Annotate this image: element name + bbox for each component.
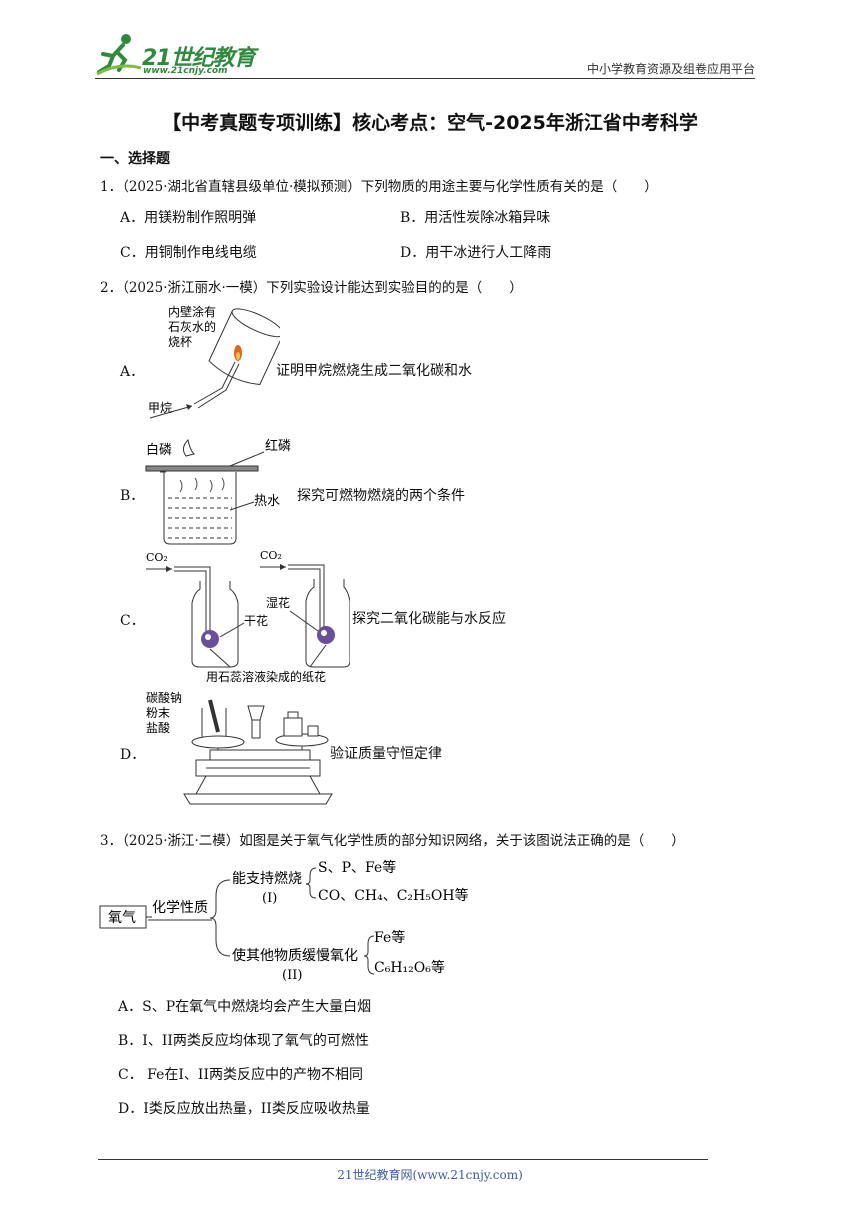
question-3-stem: 3．（2025·浙江·二模）如图是关于氧气化学性质的部分知识网络，关于该图说法正… [100,833,685,849]
section-heading: 一、选择题 [100,151,170,167]
co2-flower-apparatus: CO₂ 干花 CO₂ 湿花 用石蕊溶液染成的纸花 [146,549,350,684]
label-sodium-carbonate: 碳酸钠 [146,690,182,705]
q3-option-d: D．I类反应放出热量，II类反应吸收热量 [118,1101,370,1117]
q2-option-c-letter: C． [120,613,145,629]
node-fe: Fe等 [374,929,405,946]
oxygen-knowledge-network: 氧气 化学性质 能支持燃烧 (I) S、P、Fe等 CO、CH₄、C₂H₅OH等… [99,859,469,983]
node-support-combustion: 能支持燃烧 [232,870,302,887]
q2-option-c-desc: 探究二氧化碳能与水反应 [352,611,506,627]
node-chemical-property: 化学性质 [152,900,208,916]
node-tag-ii: (II) [282,968,302,983]
q3-option-c: C． Fe在I、II两类反应中的产物不相同 [118,1067,363,1083]
logo-text: 21世纪教育 [142,46,256,71]
label-hot-water: 热水 [254,494,280,509]
question-1-stem: 1．（2025·湖北省直辖县级单位·模拟预测）下列物质的用途主要与化学性质有关的… [100,179,658,195]
label-red-phosphorus: 红磷 [265,438,291,454]
label-wet-flower: 湿花 [266,595,290,610]
node-tag-i: (I) [262,891,277,906]
q1-option-c: C．用铜制作电线电缆 [120,245,257,261]
header-divider [95,78,755,79]
label-limewater: 石灰水的 [168,319,216,334]
q1-option-a: A．用镁粉制作照明弹 [120,210,257,226]
q2-option-a-letter: A． [120,364,145,380]
phosphorus-combustion-apparatus: 白磷 红磷 热水 [145,438,291,545]
balance-apparatus: 碳酸钠 粉末 盐酸 [146,690,333,805]
node-slow-oxidation: 使其他物质缓慢氧化 [232,947,358,964]
node-co-ch4: CO、CH₄、C₂H₅OH等 [318,887,469,904]
q1-option-b: B．用活性炭除冰箱异味 [400,210,551,226]
label-co2-left: CO₂ [146,551,168,564]
node-oxygen: 氧气 [108,910,136,926]
label-beaker: 烧杯 [168,335,192,349]
label-dry-flower: 干花 [244,613,268,628]
footer-link[interactable]: 21世纪教育网(www.21cnjy.com) [337,1168,523,1182]
label-methane: 甲烷 [148,401,172,415]
logo-url: www.21cnjy.com [143,66,228,76]
node-s-p-fe: S、P、Fe等 [318,859,396,876]
runner-logo-icon [96,34,142,76]
label-hydrochloric-acid: 盐酸 [146,720,170,735]
node-glucose: C₆H₁₂O₆等 [374,959,445,976]
platform-label: 中小学教育资源及组卷应用平台 [586,62,755,76]
label-co2-right: CO₂ [260,549,282,562]
footer-divider [98,1159,708,1160]
page-title: 【中考真题专项训练】核心考点：空气-2025年浙江省中考科学 [162,112,698,134]
q3-option-b: B．I、II两类反应均体现了氧气的可燃性 [118,1033,369,1049]
q2-option-d-letter: D． [120,747,146,763]
q2-option-d-desc: 验证质量守恒定律 [330,746,442,762]
question-2-stem: 2．（2025·浙江丽水·一模）下列实验设计能达到实验目的的是（ ） [100,280,523,296]
label-white-phosphorus: 白磷 [146,442,172,458]
q3-option-a: A．S、P在氧气中燃烧均会产生大量白烟 [118,999,372,1015]
label-powder: 粉末 [146,706,170,720]
methane-combustion-apparatus: 内壁涂有 石灰水的 烧杯 甲烷 [148,304,280,419]
q1-option-d: D．用干冰进行人工降雨 [400,245,552,261]
label-inner-wall: 内壁涂有 [168,304,216,319]
q2-option-a-desc: 证明甲烷燃烧生成二氧化碳和水 [276,363,472,379]
label-litmus-flower: 用石蕊溶液染成的纸花 [206,669,326,684]
q2-option-b-desc: 探究可燃物燃烧的两个条件 [297,488,465,504]
q2-option-b-letter: B． [120,488,145,504]
